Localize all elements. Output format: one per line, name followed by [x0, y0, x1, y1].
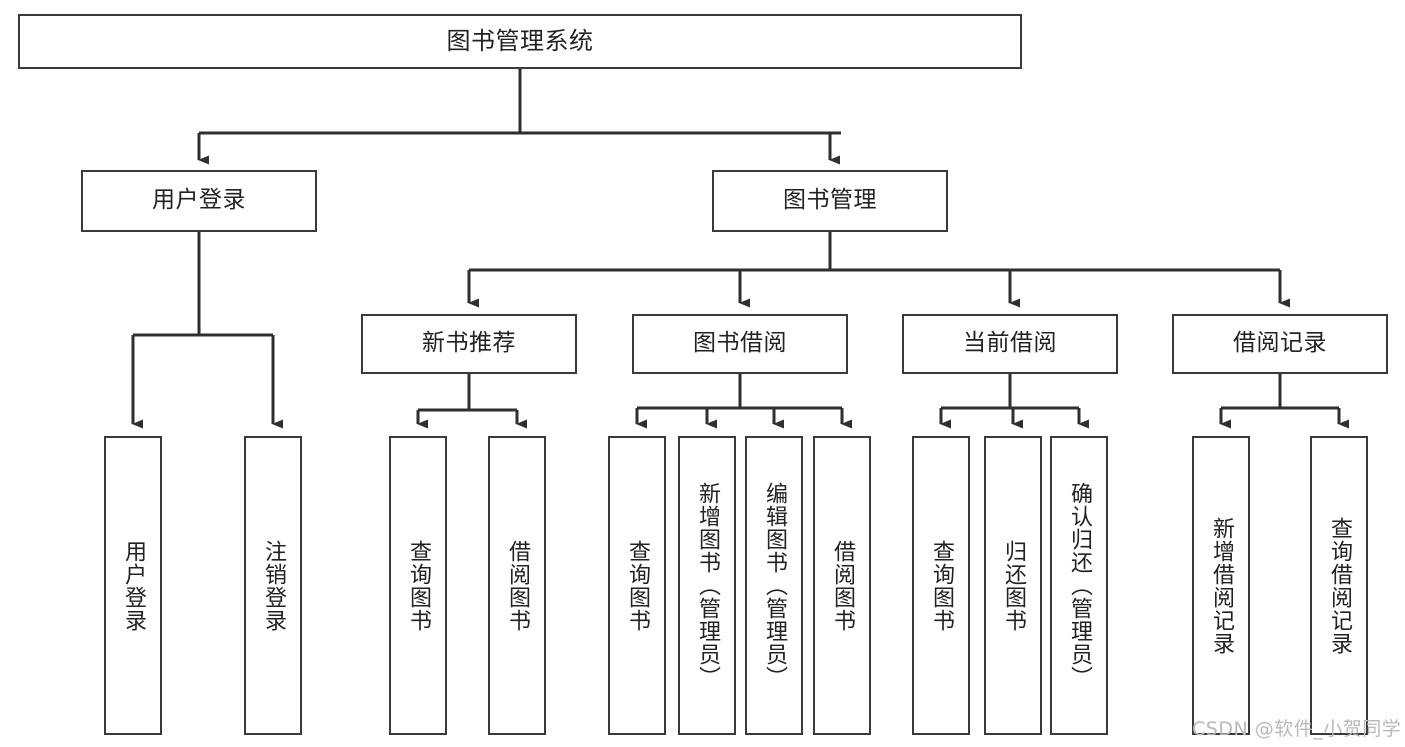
leaf-query-book-current-label: 查询图书 [928, 539, 954, 632]
leaf-query-book-recommend-label: 查询图书 [405, 539, 431, 632]
leaf-edit-book-admin[interactable]: 编辑图书（管理员） [745, 436, 803, 735]
leaf-query-borrow-record[interactable]: 查询借阅记录 [1310, 436, 1368, 735]
node-book-management[interactable]: 图书管理 [712, 170, 948, 232]
leaf-add-book-admin[interactable]: 新增图书（管理员） [678, 436, 736, 735]
leaf-query-book-current[interactable]: 查询图书 [912, 436, 970, 735]
node-book-borrow-label: 图书借阅 [693, 330, 787, 357]
leaf-borrow-book-recommend-label: 借阅图书 [504, 539, 530, 632]
node-book-management-label: 图书管理 [783, 187, 877, 214]
leaf-query-book-recommend[interactable]: 查询图书 [389, 436, 447, 735]
leaf-edit-book-admin-label: 编辑图书（管理员） [761, 482, 787, 689]
node-root[interactable]: 图书管理系统 [18, 14, 1022, 69]
leaf-user-login[interactable]: 用户登录 [104, 436, 162, 735]
leaf-add-book-admin-label: 新增图书（管理员） [694, 482, 720, 689]
leaf-borrow-book-label: 借阅图书 [829, 539, 855, 632]
leaf-borrow-book[interactable]: 借阅图书 [813, 436, 871, 735]
leaf-add-borrow-record-label: 新增借阅记录 [1208, 516, 1234, 655]
leaf-borrow-book-recommend[interactable]: 借阅图书 [488, 436, 546, 735]
node-borrow-record[interactable]: 借阅记录 [1172, 314, 1388, 374]
leaf-return-book-label: 归还图书 [1000, 539, 1026, 632]
node-current-borrow-label: 当前借阅 [963, 330, 1057, 357]
leaf-confirm-return-admin-label: 确认归还（管理员） [1066, 482, 1092, 689]
node-user-login-label: 用户登录 [152, 187, 246, 214]
node-user-login[interactable]: 用户登录 [81, 170, 317, 232]
node-book-borrow[interactable]: 图书借阅 [632, 314, 848, 374]
node-current-borrow[interactable]: 当前借阅 [902, 314, 1118, 374]
leaf-return-book[interactable]: 归还图书 [984, 436, 1042, 735]
leaf-user-logout[interactable]: 注销登录 [244, 436, 302, 735]
leaf-confirm-return-admin[interactable]: 确认归还（管理员） [1050, 436, 1108, 735]
node-borrow-record-label: 借阅记录 [1233, 330, 1327, 357]
leaf-query-borrow-record-label: 查询借阅记录 [1326, 516, 1352, 655]
leaf-user-login-label: 用户登录 [120, 539, 146, 632]
leaf-user-logout-label: 注销登录 [260, 539, 286, 632]
leaf-query-book-borrow-label: 查询图书 [624, 539, 650, 632]
csdn-watermark: CSDN @软件_小贺同学 [1192, 718, 1402, 740]
leaf-add-borrow-record[interactable]: 新增借阅记录 [1192, 436, 1250, 735]
leaf-query-book-borrow[interactable]: 查询图书 [608, 436, 666, 735]
node-new-book-recommend-label: 新书推荐 [422, 330, 516, 357]
node-new-book-recommend[interactable]: 新书推荐 [361, 314, 577, 374]
node-root-label: 图书管理系统 [446, 27, 594, 56]
